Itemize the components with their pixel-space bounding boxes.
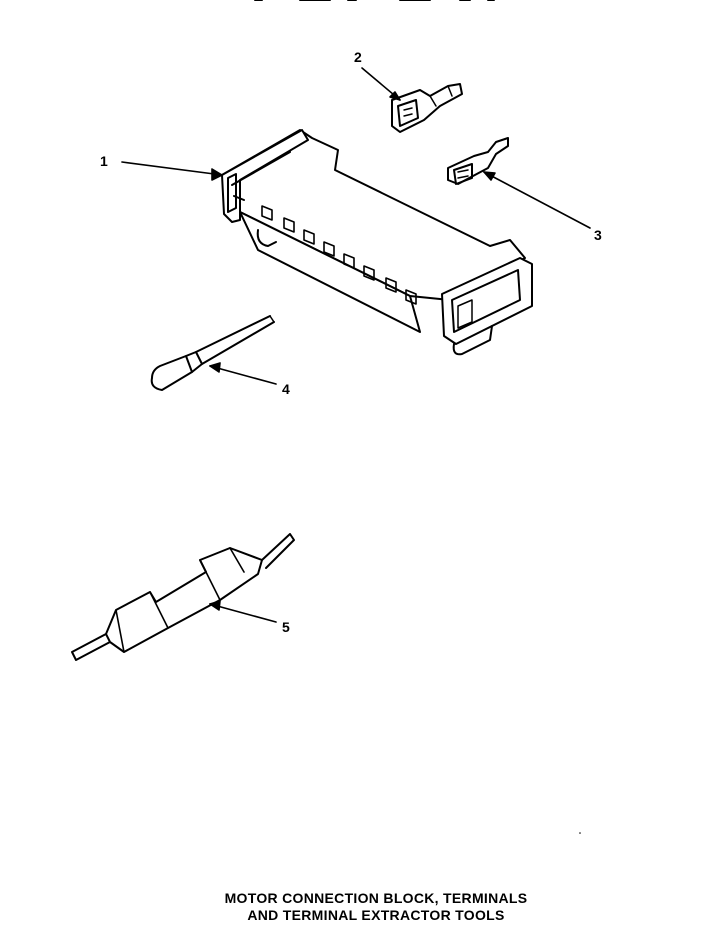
callout-number-4: 4 <box>282 381 290 397</box>
terminal-pockets <box>262 206 416 304</box>
callout-number-5: 5 <box>282 619 290 635</box>
caption-line-2: AND TERMINAL EXTRACTOR TOOLS <box>247 907 504 923</box>
connection-block <box>222 130 532 354</box>
stray-mark <box>579 832 581 834</box>
extractor-tool-double-ended <box>72 534 294 660</box>
callout-number-1: 1 <box>100 153 108 169</box>
extractor-tool-probe <box>152 316 274 390</box>
leader-lines <box>122 68 590 622</box>
terminal-lower <box>448 138 508 184</box>
caption-line-1: MOTOR CONNECTION BLOCK, TERMINALS <box>225 890 528 906</box>
callout-number-2: 2 <box>354 49 362 65</box>
callout-number-3: 3 <box>594 227 602 243</box>
terminal-upper <box>392 84 462 132</box>
